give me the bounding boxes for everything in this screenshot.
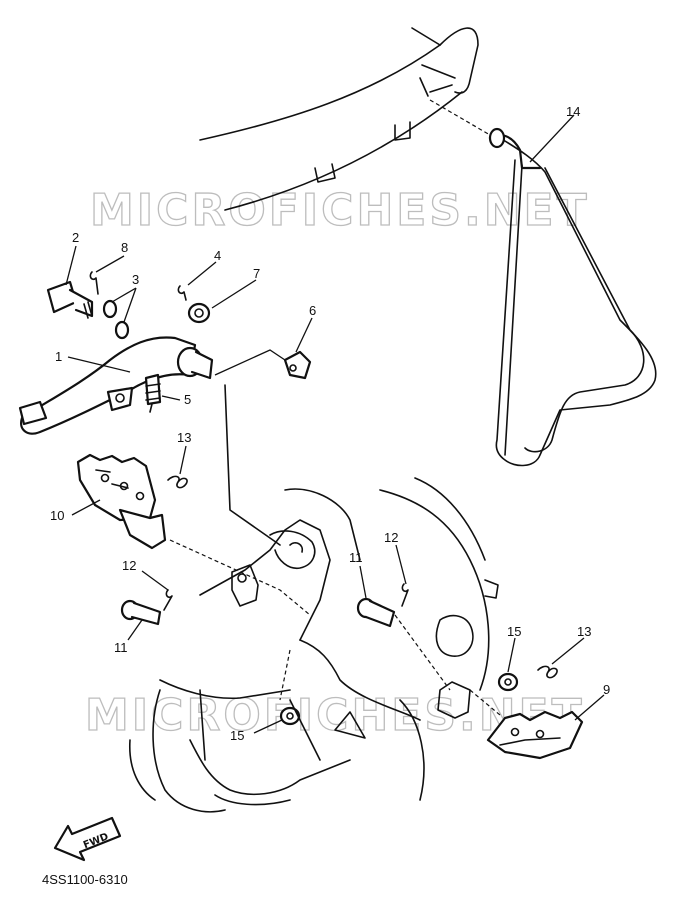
callout-2: 2: [72, 230, 79, 245]
clevis-pin-6: [214, 349, 312, 380]
diagram-code: 4SS1100-6310: [42, 872, 128, 887]
dash-bolt-right: [394, 614, 451, 691]
dash-washer-lower: [279, 649, 291, 701]
left-footrest: [76, 453, 167, 550]
bolt-11-left: [120, 599, 162, 626]
callout-4: 4: [214, 248, 221, 263]
rear-frame: [199, 27, 479, 211]
spring-5: [144, 373, 162, 413]
leader-lines: [65, 114, 605, 734]
bolt-11-right: [356, 597, 396, 628]
cotter-pin-12-right: [401, 583, 409, 607]
callout-14: 14: [566, 104, 580, 119]
callout-1: 1: [55, 349, 62, 364]
callout-12-right: 12: [384, 530, 398, 545]
brake-rod-line: [224, 384, 281, 546]
callout-15-right: 15: [507, 624, 521, 639]
callout-9: 9: [603, 682, 610, 697]
callout-12-left: 12: [122, 558, 136, 573]
callout-15-lower: 15: [230, 728, 244, 743]
washer-15-right: [497, 672, 519, 692]
cotter-pin-12-left: [163, 589, 173, 611]
o-ring-a: [102, 299, 118, 319]
callout-11-right: 11: [349, 550, 363, 565]
pivot-bolt: [46, 280, 94, 319]
cotter-pin-4: [177, 285, 187, 301]
callout-3: 3: [132, 272, 139, 287]
spring-13-right: [537, 665, 558, 679]
dash-footrest-left: [169, 539, 311, 616]
callout-8: 8: [121, 240, 128, 255]
washer-7: [187, 302, 211, 324]
callout-11-left: 11: [114, 640, 128, 655]
callout-13-left: 13: [177, 430, 191, 445]
watermark-top: MICROFICHES.NET: [90, 185, 590, 236]
callout-10: 10: [50, 508, 64, 523]
washer-15-lower: [279, 706, 301, 726]
o-ring-b: [114, 320, 130, 340]
right-footrest: [486, 710, 584, 760]
spring-13-left: [167, 475, 188, 489]
fwd-arrow-icon: FWD: [53, 816, 122, 862]
main-frame: [129, 477, 499, 813]
callout-5: 5: [184, 392, 191, 407]
callout-7: 7: [253, 266, 260, 281]
callout-labels: 2 8 3 4 7 6 1 5 13 10 12 11 11 12 14 15 …: [50, 104, 610, 743]
callout-6: 6: [309, 303, 316, 318]
rear-stand: [429, 99, 657, 467]
callout-13-right: 13: [577, 624, 591, 639]
cotter-pin-8: [89, 271, 99, 295]
brake-pedal: [18, 336, 214, 435]
